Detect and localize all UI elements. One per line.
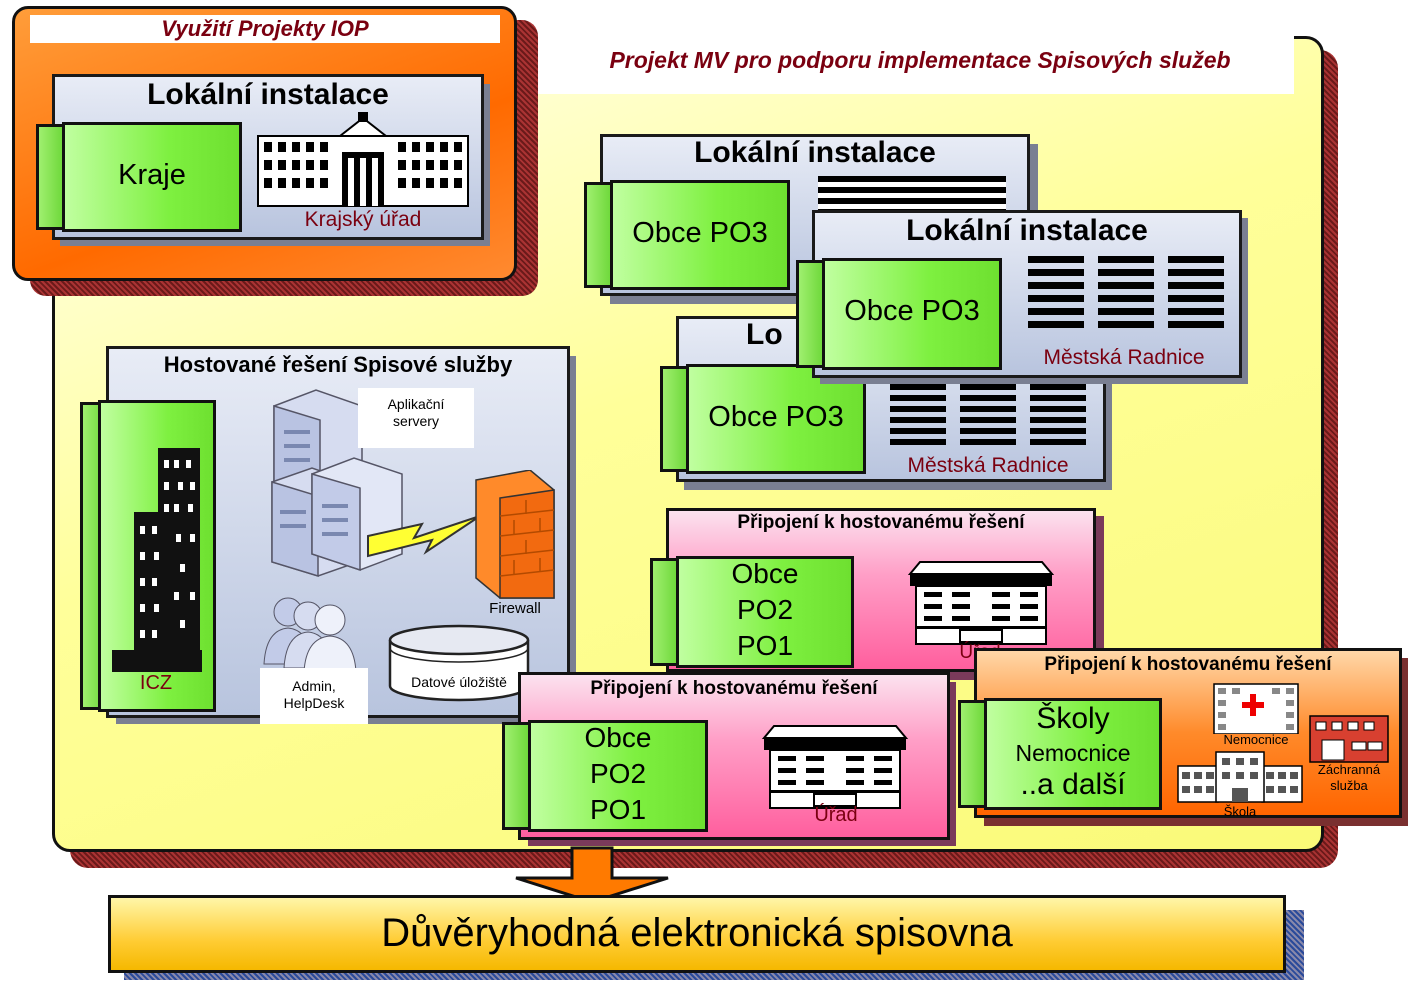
icz-label: ICZ xyxy=(139,672,173,694)
users-icon xyxy=(263,597,357,673)
admin-label-bg xyxy=(260,668,368,724)
connect1-green-box xyxy=(676,556,854,668)
admin-helpdesk-label: Admin, HelpDesk xyxy=(283,678,345,711)
archive-bar xyxy=(108,895,1286,973)
firewall-icon xyxy=(475,470,555,599)
local2-building-label: Městská Radnice xyxy=(1043,346,1205,369)
data-storage-icon xyxy=(388,624,530,702)
connect1-title: Připojení k hostovanému řešení xyxy=(737,512,1025,533)
school-label: Škola xyxy=(1223,804,1257,819)
connect3-label-1: Školy xyxy=(1036,702,1110,735)
connect3-green-box xyxy=(984,698,1162,810)
connect2-label-2: PO2 xyxy=(589,758,647,789)
connect2-label-1: Obce xyxy=(584,722,652,753)
local1-title: Lokální instalace xyxy=(694,136,936,169)
regional-office-building-icon xyxy=(257,112,469,207)
local3-title: Lo xyxy=(746,318,783,351)
connect2-green-box xyxy=(528,720,708,832)
connect2-building-label: Úřad xyxy=(814,804,858,826)
down-arrow-icon xyxy=(515,846,669,904)
mv-project-title: Projekt MV pro podporu implementace Spis… xyxy=(609,47,1231,73)
connect2-title: Připojení k hostovanému řešení xyxy=(590,678,878,699)
town-hall-building-icon xyxy=(890,384,1086,445)
archive-label: Důvěryhodná elektronická spisovna xyxy=(381,911,1013,955)
school-icon xyxy=(1177,751,1303,803)
local3-green-tab xyxy=(660,366,690,472)
local3-label: Obce PO3 xyxy=(708,401,844,433)
hospital-label: Nemocnice xyxy=(1223,732,1289,747)
kraje-local-title: Lokální instalace xyxy=(147,78,389,111)
iop-title-background xyxy=(30,15,500,43)
connect2-label-3: PO1 xyxy=(589,794,647,825)
local1-label: Obce PO3 xyxy=(632,217,768,249)
firewall-label: Firewall xyxy=(489,600,541,617)
local2-green-box xyxy=(822,258,1002,370)
local1-green-box xyxy=(610,180,790,290)
connect1-label-1: Obce xyxy=(731,558,799,589)
connect3-label-3: ..a další xyxy=(1020,768,1126,801)
regional-office-label: Krajský úřad xyxy=(304,208,422,231)
connect3-title: Připojení k hostovanému řešení xyxy=(1044,654,1332,675)
hosted-title: Hostované řešení Spisové služby xyxy=(163,352,513,377)
rescue-label: Záchranná služba xyxy=(1317,762,1381,793)
app-servers-label-bg xyxy=(358,388,474,448)
connect1-label-3: PO1 xyxy=(736,630,794,661)
town-hall-building-icon xyxy=(1028,256,1224,328)
kraje-green-box xyxy=(62,122,242,232)
kraje-green-tab xyxy=(36,124,66,230)
connect3-label-2: Nemocnice xyxy=(1015,740,1131,766)
server-rack-icon xyxy=(271,389,403,578)
skyscraper-icon xyxy=(112,448,202,672)
connect1-label-2: PO2 xyxy=(736,594,794,625)
local3-building-label: Městská Radnice xyxy=(907,454,1069,477)
storage-label: Datové úložiště xyxy=(411,674,507,690)
rescue-station-icon xyxy=(1309,715,1389,763)
iop-title: Využití Projekty IOP xyxy=(161,16,369,41)
kraje-label: Kraje xyxy=(118,159,186,191)
local2-title: Lokální instalace xyxy=(906,214,1148,247)
mv-title-background xyxy=(518,36,1294,94)
local2-label: Obce PO3 xyxy=(844,295,980,327)
lightning-bolt-icon xyxy=(367,515,481,558)
hospital-icon xyxy=(1213,683,1299,734)
app-servers-label: Aplikační servery xyxy=(387,396,445,429)
office-building-icon xyxy=(907,561,1055,645)
office-building-icon xyxy=(761,725,909,809)
town-hall-building-icon xyxy=(818,176,1006,212)
